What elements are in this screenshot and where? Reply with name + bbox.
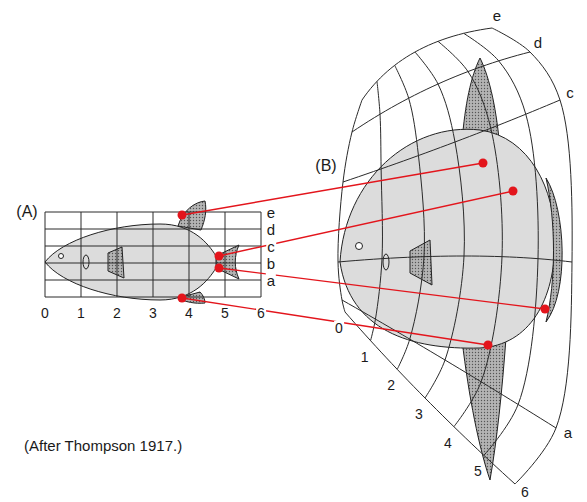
grid-number: 2 <box>112 306 122 320</box>
grid-number: 6 <box>520 485 530 499</box>
grid-line <box>352 52 530 132</box>
landmark-dot <box>178 211 187 220</box>
grid-line <box>345 312 515 484</box>
landmark-dot <box>541 305 550 314</box>
fish-body <box>340 129 555 348</box>
grid-line <box>189 212 190 297</box>
grid-line <box>45 297 261 298</box>
grid-line <box>415 52 464 398</box>
grid-number: 5 <box>473 464 483 478</box>
grid-number: 4 <box>443 436 453 450</box>
grid-line <box>338 100 362 312</box>
grid-line <box>117 212 118 297</box>
eye <box>59 254 64 259</box>
landmark-dot <box>215 264 224 273</box>
grid-letter: e <box>492 8 502 23</box>
fish-a <box>45 201 239 303</box>
grid-letter: c <box>565 85 575 100</box>
tail-fin <box>216 245 239 279</box>
correspondence-lines <box>178 159 550 350</box>
fish-body <box>45 224 216 300</box>
grid-number: 0 <box>334 321 344 335</box>
landmark-dot <box>484 341 493 350</box>
grid-line <box>371 81 383 340</box>
correspondence-line <box>219 191 513 256</box>
grid-number: 6 <box>256 306 266 320</box>
grid-number: 2 <box>386 378 396 392</box>
grid-line <box>438 41 502 426</box>
grid-line <box>395 65 425 369</box>
grid-number: 3 <box>148 306 158 320</box>
grid-line <box>45 246 261 247</box>
panel-label: (A) <box>15 204 38 220</box>
grid-b <box>338 28 572 484</box>
grid-line <box>153 212 154 297</box>
grid-line <box>45 212 46 297</box>
grid-line <box>492 28 572 484</box>
grid-letter: a <box>563 425 573 440</box>
grid-letter: d <box>533 35 543 50</box>
gill <box>383 254 389 270</box>
grid-line <box>81 212 82 297</box>
landmark-dot <box>479 159 488 168</box>
grid-line <box>45 212 261 213</box>
landmark-dot <box>178 294 187 303</box>
grid-line <box>45 263 261 264</box>
grid-line <box>45 229 261 230</box>
grid-line <box>343 100 560 182</box>
grid-line <box>464 33 539 455</box>
landmark-dot <box>215 252 224 261</box>
clavus-fin <box>546 178 562 322</box>
grid-letter: c <box>266 239 276 254</box>
grid-number: 0 <box>40 306 50 320</box>
grid-number: 1 <box>76 306 86 320</box>
grid-letter: d <box>266 222 276 237</box>
grid-letter: a <box>266 273 276 288</box>
grid-line <box>338 256 572 262</box>
landmark-dot <box>509 187 518 196</box>
grid-number: 5 <box>220 306 230 320</box>
grid-number: 3 <box>414 407 424 421</box>
gill <box>83 255 89 269</box>
dorsal-fin <box>178 201 206 230</box>
figure-caption: (After Thompson 1917.) <box>24 438 182 455</box>
grid-line <box>342 300 556 428</box>
anal-fin <box>462 338 506 480</box>
grid-letter: e <box>266 205 276 220</box>
pectoral-fin <box>410 240 432 285</box>
grid-letter: b <box>266 256 276 271</box>
grid-number: 1 <box>360 350 370 364</box>
grid-number: 4 <box>184 306 194 320</box>
grid-line <box>261 212 262 297</box>
panel-label: (B) <box>314 158 337 174</box>
correspondence-line <box>182 298 488 345</box>
correspondence-line <box>219 268 545 309</box>
eye <box>356 243 363 250</box>
grid-line <box>45 280 261 281</box>
